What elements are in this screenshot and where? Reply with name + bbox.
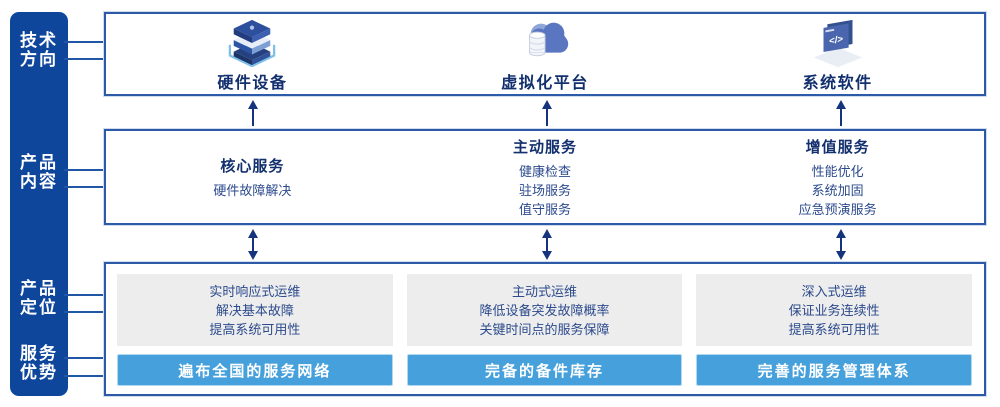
positioning-line: 解决基本故障 [215, 302, 294, 318]
service-item: 驻场服务 [519, 182, 572, 198]
positioning-line: 实时响应式运维 [209, 283, 301, 299]
service-column-proactive: 主动服务 健康检查 驻场服务 值守服务 [399, 131, 692, 223]
connector-line [64, 186, 106, 188]
arrow-up-icon [836, 100, 846, 126]
tech-direction-line1: 技术 [20, 31, 58, 50]
arrow-double-vertical-icon [836, 229, 846, 260]
service-column-value-added: 增值服务 性能优化 系统加固 应急预演服务 [691, 131, 984, 223]
service-item: 性能优化 [811, 163, 864, 179]
positioning-line: 主动式运维 [512, 283, 578, 299]
tech-item-hardware: 硬件设备 [106, 14, 399, 94]
product-content-line1: 产品 [20, 153, 58, 172]
service-item: 系统加固 [811, 182, 864, 198]
positioning-line: 关键时间点的服务保障 [479, 321, 610, 337]
positioning-line: 深入式运维 [801, 283, 867, 299]
connector-line [64, 41, 106, 43]
tech-item-label: 虚拟化平台 [501, 75, 589, 92]
connector-line [64, 169, 106, 171]
tech-direction-panel: 硬件设备 虚拟化 [104, 12, 986, 96]
svg-text:</>: </> [829, 34, 843, 47]
service-advantage-line1: 服务 [20, 344, 58, 363]
tech-direction-line2: 方向 [20, 50, 58, 69]
service-item: 硬件故障解决 [213, 182, 292, 198]
service-column-title: 主动服务 [513, 138, 578, 156]
positioning-panel: 主动式运维 降低设备突发故障概率 关键时间点的服务保障 [406, 274, 683, 346]
product-content-line2: 内容 [20, 172, 58, 191]
category-sidebar: 技术方向 产品内容 产品定位 服务优势 [10, 12, 68, 396]
advantage-banner: 完善的服务管理体系 [696, 354, 973, 386]
product-content-panel: 核心服务 硬件故障解决 主动服务 健康检查 驻场服务 值守服务 增值服务 性能优… [104, 129, 986, 225]
connector-line [64, 58, 106, 60]
product-positioning-label: 产品定位 [10, 279, 68, 317]
tech-item-system-software: </> 系统软件 [691, 14, 984, 94]
connector-line [64, 311, 106, 313]
service-column-core: 核心服务 硬件故障解决 [106, 131, 399, 223]
server-stack-icon [223, 15, 281, 67]
product-positioning-line2: 定位 [20, 298, 58, 317]
code-window-icon: </> [809, 15, 867, 67]
positioning-advantage-panel: 实时响应式运维 解决基本故障 提高系统可用性 遍布全国的服务网络 主动式运维 降… [104, 262, 986, 396]
product-positioning-line1: 产品 [20, 279, 58, 298]
positioning-line: 保证业务连续性 [788, 302, 880, 318]
service-column-title: 核心服务 [220, 157, 285, 175]
service-advantage-label: 服务优势 [10, 344, 68, 382]
positioning-panel: 实时响应式运维 解决基本故障 提高系统可用性 [117, 274, 393, 346]
arrow-up-icon [248, 100, 258, 126]
positioning-line: 降低设备突发故障概率 [479, 302, 610, 318]
service-item: 值守服务 [519, 201, 572, 217]
service-column-title: 增值服务 [805, 138, 870, 156]
bottom-column-indepth: 深入式运维 保证业务连续性 提高系统可用性 完善的服务管理体系 [696, 274, 973, 394]
positioning-line: 提高系统可用性 [209, 321, 301, 337]
tech-item-label: 硬件设备 [217, 75, 288, 92]
positioning-line: 提高系统可用性 [788, 321, 880, 337]
arrow-up-icon [542, 100, 552, 126]
arrow-double-vertical-icon [542, 229, 552, 260]
positioning-panel: 深入式运维 保证业务连续性 提高系统可用性 [696, 274, 973, 346]
product-content-label: 产品内容 [10, 153, 68, 191]
service-advantage-line2: 优势 [20, 363, 58, 382]
service-item: 应急预演服务 [798, 201, 877, 217]
tech-item-virtualization: 虚拟化平台 [399, 14, 692, 94]
connector-line [64, 375, 106, 377]
bottom-column-proactive: 主动式运维 降低设备突发故障概率 关键时间点的服务保障 完备的备件库存 [406, 274, 683, 394]
advantage-banner: 遍布全国的服务网络 [117, 354, 393, 386]
tech-direction-label: 技术方向 [10, 31, 68, 69]
advantage-banner: 完备的备件库存 [406, 354, 683, 386]
tech-item-label: 系统软件 [802, 75, 873, 92]
connector-line [64, 357, 106, 359]
cloud-database-icon [516, 15, 574, 67]
service-item: 健康检查 [519, 163, 572, 179]
arrow-double-vertical-icon [248, 229, 258, 260]
bottom-column-realtime: 实时响应式运维 解决基本故障 提高系统可用性 遍布全国的服务网络 [117, 274, 393, 394]
connector-line [64, 294, 106, 296]
